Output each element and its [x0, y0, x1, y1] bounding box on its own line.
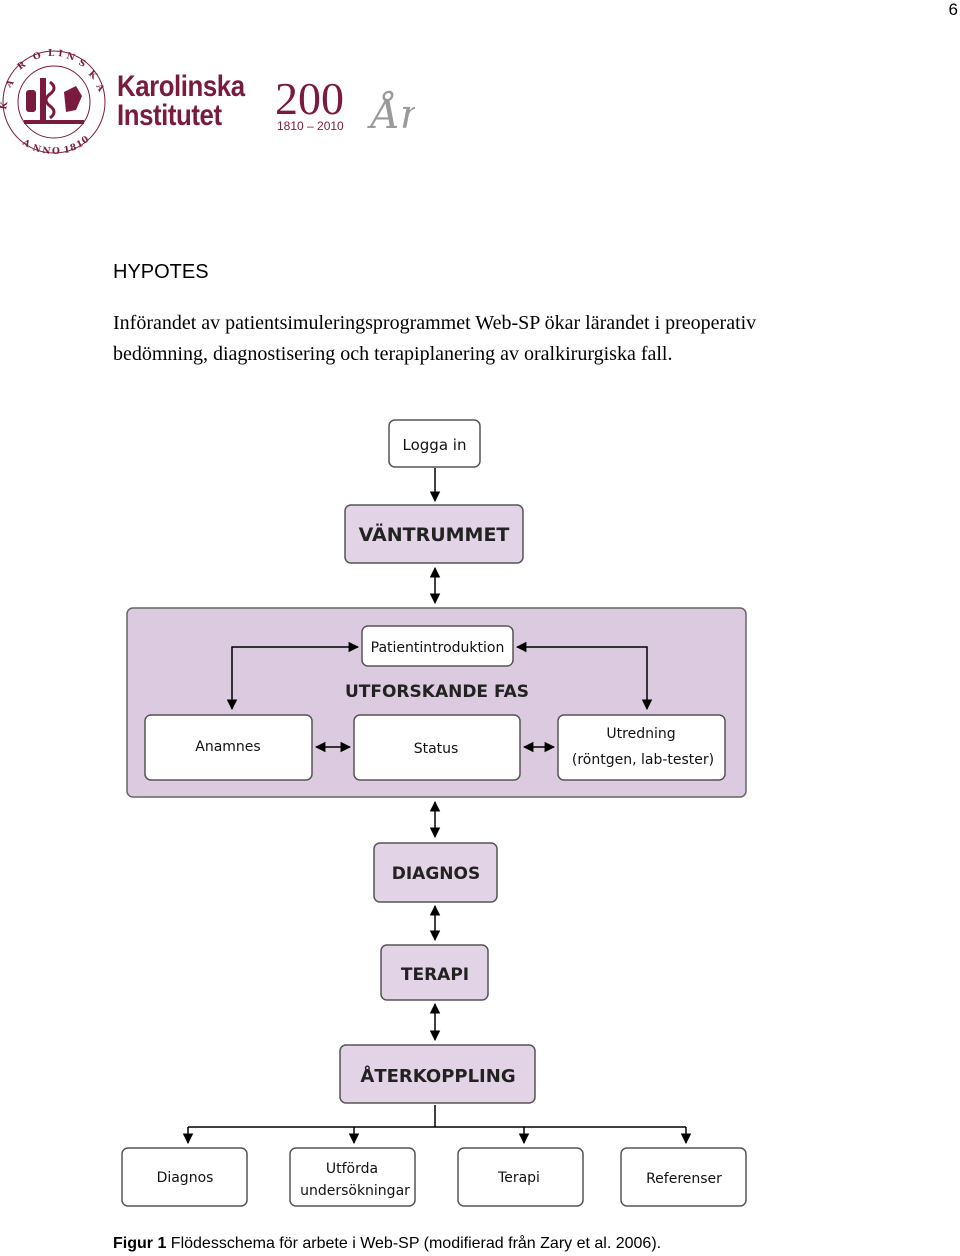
patient-intro-box: Patientintroduktion: [361, 625, 514, 667]
fb-references-box: Referenser: [620, 1147, 747, 1207]
svg-text:N: N: [42, 146, 51, 156]
svg-text:O: O: [32, 51, 43, 63]
karolinska-wordmark: Karolinska Institutet: [117, 70, 245, 132]
patient-intro-label: Patientintroduktion: [371, 640, 505, 656]
arrow-intro-to-anamnesis: [226, 641, 360, 711]
therapy-box: TERAPI: [380, 944, 489, 1001]
fb-exams-box: Utförda undersökningar: [289, 1147, 416, 1207]
fb-diagnosis-label: Diagnos: [157, 1170, 214, 1186]
page-number: 6: [948, 0, 958, 19]
anniversary-number: 200: [275, 80, 344, 124]
wordmark-line2: Institutet: [117, 99, 222, 132]
feedback-label: ÅTERKOPPLING: [360, 1064, 515, 1087]
hypothesis-paragraph: Införandet av patientsimuleringsprogramm…: [113, 312, 757, 365]
fb-therapy-label: Terapi: [497, 1170, 540, 1186]
karolinska-seal-logo: K A R O L I N S K A A N N O 1 8 1 0: [0, 49, 106, 156]
wordmark-line1: Karolinska: [117, 70, 245, 103]
anniversary-logo: 200 1810 – 2010 År: [275, 80, 415, 136]
svg-text:8: 8: [69, 143, 78, 154]
investigation-label-line1: Utredning: [606, 726, 675, 742]
caption-label: Figur 1: [113, 1235, 167, 1252]
exploratory-phase-label: UTFORSKANDE FAS: [345, 682, 529, 702]
feedback-box: ÅTERKOPPLING: [339, 1044, 536, 1104]
svg-text:I: I: [58, 49, 64, 59]
caption-text: Flödesschema för arbete i Web-SP (modifi…: [166, 1235, 662, 1252]
investigation-label-line2: (röntgen, lab-tester): [572, 752, 714, 768]
svg-text:0: 0: [80, 135, 91, 147]
svg-text:K: K: [86, 69, 99, 82]
svg-text:K: K: [0, 100, 11, 111]
figure-caption: Figur 1 Flödesschema för arbete i Web-SP…: [113, 1235, 661, 1253]
anamnesis-box: Anamnes: [144, 714, 313, 781]
svg-text:N: N: [31, 143, 42, 155]
login-label: Logga in: [403, 436, 467, 454]
anamnesis-label: Anamnes: [195, 739, 260, 755]
svg-text:N: N: [65, 51, 76, 63]
fb-exams-label-line2: undersökningar: [300, 1183, 410, 1199]
waiting-room-box: VÄNTRUMMET: [344, 504, 524, 564]
therapy-label: TERAPI: [401, 965, 469, 985]
svg-text:S: S: [77, 58, 88, 70]
section-heading: HYPOTES: [113, 261, 209, 283]
arrow-intro-to-investigation: [515, 641, 653, 711]
status-box: Status: [353, 714, 521, 781]
svg-text:1: 1: [75, 139, 85, 151]
anniversary-years: 1810 – 2010: [277, 119, 344, 133]
investigation-box: Utredning (röntgen, lab-tester): [557, 714, 726, 781]
diagnosis-box: DIAGNOS: [373, 842, 498, 903]
svg-text:L: L: [48, 49, 55, 59]
flowchart: Logga in VÄNTRUMMET Patientintroduktion …: [121, 419, 747, 1207]
login-box: Logga in: [388, 419, 481, 468]
status-label: Status: [414, 741, 459, 757]
fb-therapy-box: Terapi: [457, 1147, 584, 1207]
diagnosis-label: DIAGNOS: [392, 864, 480, 884]
fb-exams-label-line1: Utförda: [326, 1161, 378, 1177]
waiting-room-label: VÄNTRUMMET: [359, 522, 510, 546]
svg-text:O: O: [52, 147, 60, 156]
svg-text:R: R: [16, 60, 28, 73]
fb-references-label: Referenser: [646, 1171, 722, 1187]
svg-text:A: A: [4, 77, 17, 90]
svg-text:A: A: [20, 137, 33, 150]
anniversary-word: År: [367, 91, 415, 136]
fb-diagnosis-box: Diagnos: [121, 1147, 248, 1207]
svg-text:1: 1: [63, 145, 71, 156]
